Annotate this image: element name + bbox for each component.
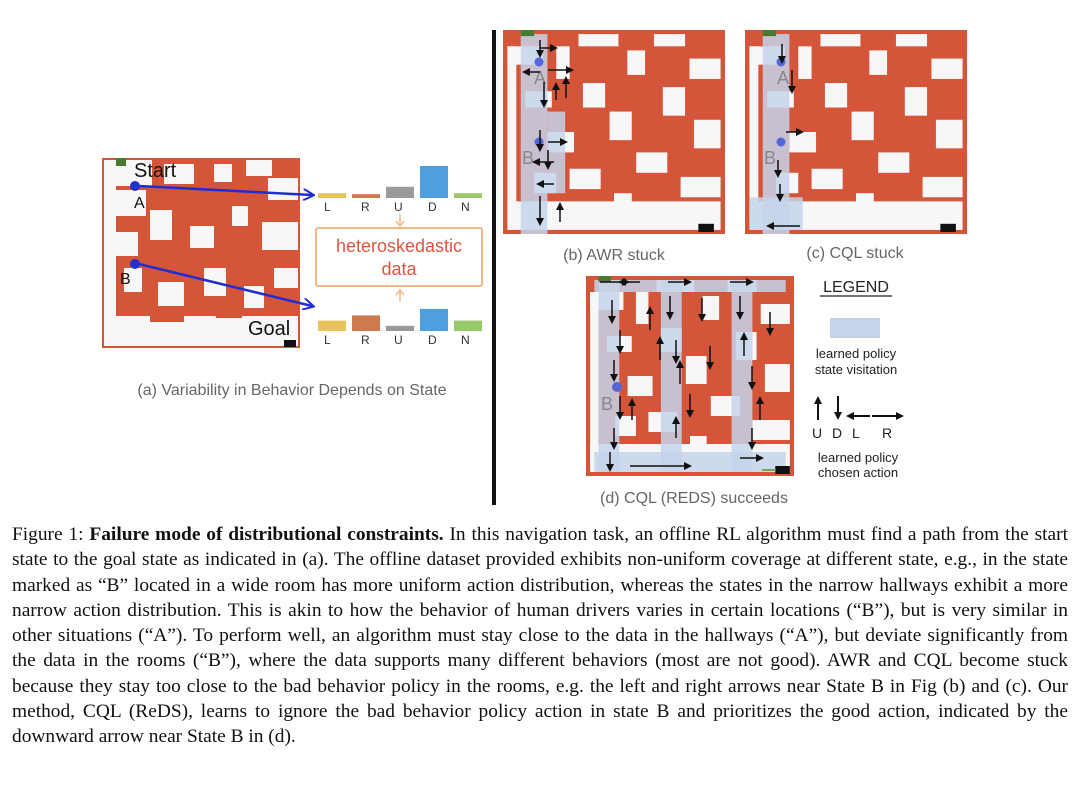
legend-dir-d: D — [832, 425, 842, 441]
agent-marker-b-b — [534, 137, 544, 147]
arrow-b-to-bottom-bars — [138, 262, 312, 306]
bar-top-label-l: L — [324, 200, 331, 214]
agent-marker-b — [130, 259, 140, 269]
legend-dir-l: L — [852, 425, 860, 441]
agent-marker-d-b — [612, 382, 622, 392]
figure-caption-text: In this navigation task, an offline RL a… — [12, 524, 1068, 748]
goal-label: Goal — [248, 318, 290, 340]
heteroskedastic-label-line2: data — [381, 259, 417, 279]
bar-bottom-label-l: L — [324, 333, 331, 347]
bottom-bar-n — [454, 320, 482, 331]
bottom-bar-r — [352, 315, 380, 331]
arrow-a-to-top-bars — [138, 184, 312, 195]
legend-title: LEGEND — [823, 279, 889, 296]
bar-bottom-label-r: R — [361, 333, 370, 347]
figure-caption: Figure 1: Failure mode of distributional… — [12, 522, 1068, 750]
figure-label: Figure 1: — [12, 524, 84, 545]
panel-c-state-a: A — [777, 68, 789, 88]
heteroskedastic-label-line1: heteroskedastic — [336, 236, 462, 256]
bar-top-label-r: R — [361, 200, 370, 214]
panel-c-state-b: B — [764, 148, 776, 168]
legend-dir-r: R — [882, 425, 892, 441]
panel-a: Start Goal A B L R U D N L R U D N heter… — [102, 158, 483, 399]
bar-bottom-label-d: D — [428, 333, 437, 347]
legend-visitation-swatch — [830, 318, 880, 338]
bottom-bar-l — [318, 320, 346, 331]
panel-c: A B (c) CQL stuck — [745, 30, 967, 262]
legend-visitation-line2: state visitation — [815, 362, 897, 377]
bottom-bar-d — [420, 308, 448, 331]
top-bar-d — [420, 166, 448, 198]
bars-top — [318, 166, 482, 198]
bar-bottom-label-u: U — [394, 333, 403, 347]
top-bar-n — [454, 193, 482, 198]
bar-top-label-u: U — [394, 200, 403, 214]
panel-d-arrows — [600, 278, 774, 472]
legend-action-line1: learned policy — [818, 450, 899, 465]
panel-c-arrows — [766, 44, 804, 230]
panel-d: B — [586, 276, 794, 507]
legend-action-line2: chosen action — [818, 465, 898, 480]
panel-a-caption: (a) Variability in Behavior Depends on S… — [137, 382, 446, 399]
legend-dir-u: U — [812, 425, 822, 441]
agent-marker-b-a — [534, 57, 544, 67]
panel-b-caption: (b) AWR stuck — [563, 247, 666, 264]
state-b-label: B — [120, 271, 131, 288]
panel-d-state-b: B — [601, 394, 613, 414]
figure-caption-bold: Failure mode of distributional constrain… — [89, 524, 444, 545]
state-a-label: A — [134, 195, 145, 212]
panel-b-state-b: B — [522, 148, 534, 168]
bar-top-label-n: N — [461, 200, 470, 214]
bars-bottom — [318, 308, 482, 331]
heteroskedastic-box — [315, 227, 483, 287]
legend-visitation-line1: learned policy — [816, 346, 897, 361]
bottom-bar-u — [386, 325, 414, 331]
panel-b-arrows — [522, 40, 574, 226]
bar-bottom-label-n: N — [461, 333, 470, 347]
bar-top-label-d: D — [428, 200, 437, 214]
goal-cell — [284, 340, 296, 347]
top-bar-l — [318, 193, 346, 198]
agent-marker-c-b — [776, 137, 786, 147]
panel-b: A B (b) AWR stuck — [503, 30, 725, 264]
top-bar-u — [386, 186, 414, 198]
panel-b-state-a: A — [534, 68, 546, 88]
start-cell — [116, 158, 126, 166]
legend-direction-arrows — [814, 396, 904, 420]
panel-c-caption: (c) CQL stuck — [806, 245, 904, 262]
panel-d-caption: (d) CQL (REDS) succeeds — [600, 490, 788, 507]
legend: LEGEND learned policy state visitation U… — [812, 279, 904, 480]
agent-marker-a — [130, 181, 140, 191]
top-bar-r — [352, 194, 380, 198]
agent-marker-c-a — [776, 57, 786, 67]
start-label: Start — [134, 160, 177, 182]
